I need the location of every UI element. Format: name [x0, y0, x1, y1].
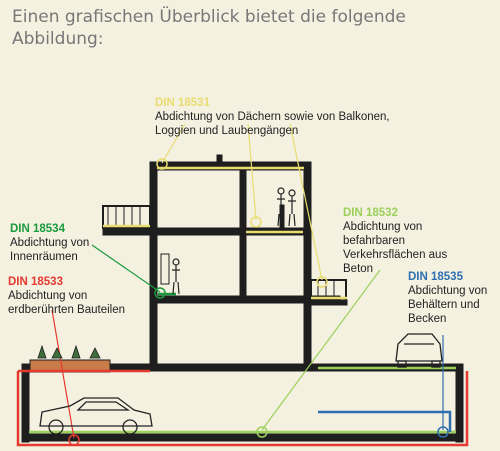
left-wall-upper	[149, 161, 158, 367]
balcony-right-slab	[310, 299, 348, 306]
people-terrace	[277, 187, 296, 227]
car-street	[395, 333, 443, 368]
intro-text: Einen grafischen Überblick bietet die fo…	[12, 7, 406, 49]
leader-markers	[68, 158, 449, 446]
leader-18531-a	[161, 123, 186, 164]
bathroom-shelf	[160, 253, 170, 285]
label-din-18531: DIN 18531 Abdichtung von Dächern sowie v…	[155, 96, 425, 138]
car-basement	[39, 397, 153, 435]
label-din-18535-code: DIN 18535	[408, 271, 463, 283]
waterproofing-18532	[29, 366, 456, 434]
waterproofing-18533	[16, 369, 469, 447]
basement-right-wall	[455, 363, 464, 443]
roof-parapet	[216, 154, 223, 166]
waterproofing-lines	[16, 166, 469, 447]
planter-plants	[37, 344, 101, 359]
label-din-18533-code: DIN 18533	[8, 276, 63, 288]
basement-floor	[21, 433, 464, 442]
right-wall-upper	[303, 161, 312, 367]
leader-18531-b	[247, 123, 257, 221]
label-din-18533-text: Abdichtung von erdberührten Bauteilen	[8, 290, 125, 316]
leader-18534	[91, 244, 161, 293]
waterproofing-18531	[103, 166, 347, 300]
label-din-18532: DIN 18532 Abdichtung von befahrbaren Ver…	[343, 206, 453, 276]
terrace-parapet	[279, 204, 285, 231]
interior-wall	[239, 169, 247, 301]
label-din-18535: DIN 18535 Abdichtung von Behältern und B…	[408, 270, 500, 326]
leader-18533	[51, 309, 75, 439]
label-din-18531-text: Abdichtung von Dächern sowie von Balkone…	[155, 111, 390, 137]
leader-lines	[51, 123, 444, 439]
label-din-18533: DIN 18533 Abdichtung von erdberührten Ba…	[8, 275, 148, 317]
label-din-18532-text: Abdichtung von befahrbaren Verkehrsfläch…	[343, 221, 448, 275]
label-din-18535-text: Abdichtung von Behältern und Becken	[408, 285, 488, 325]
label-din-18532-code: DIN 18532	[343, 207, 398, 219]
label-din-18531-code: DIN 18531	[155, 97, 210, 109]
label-din-18534-text: Abdichtung von Innenräumen	[10, 237, 90, 263]
leader-18531-c	[289, 123, 323, 281]
person-interior	[172, 258, 180, 295]
basement-left-wall	[21, 363, 30, 443]
leader-18532	[261, 269, 381, 431]
waterproofing-18535	[318, 410, 452, 432]
balcony-left-railing	[102, 205, 151, 229]
label-din-18534: DIN 18534 Abdichtung von Innenräumen	[10, 222, 140, 264]
label-din-18534-code: DIN 18534	[10, 223, 65, 235]
building-structure	[21, 154, 464, 443]
